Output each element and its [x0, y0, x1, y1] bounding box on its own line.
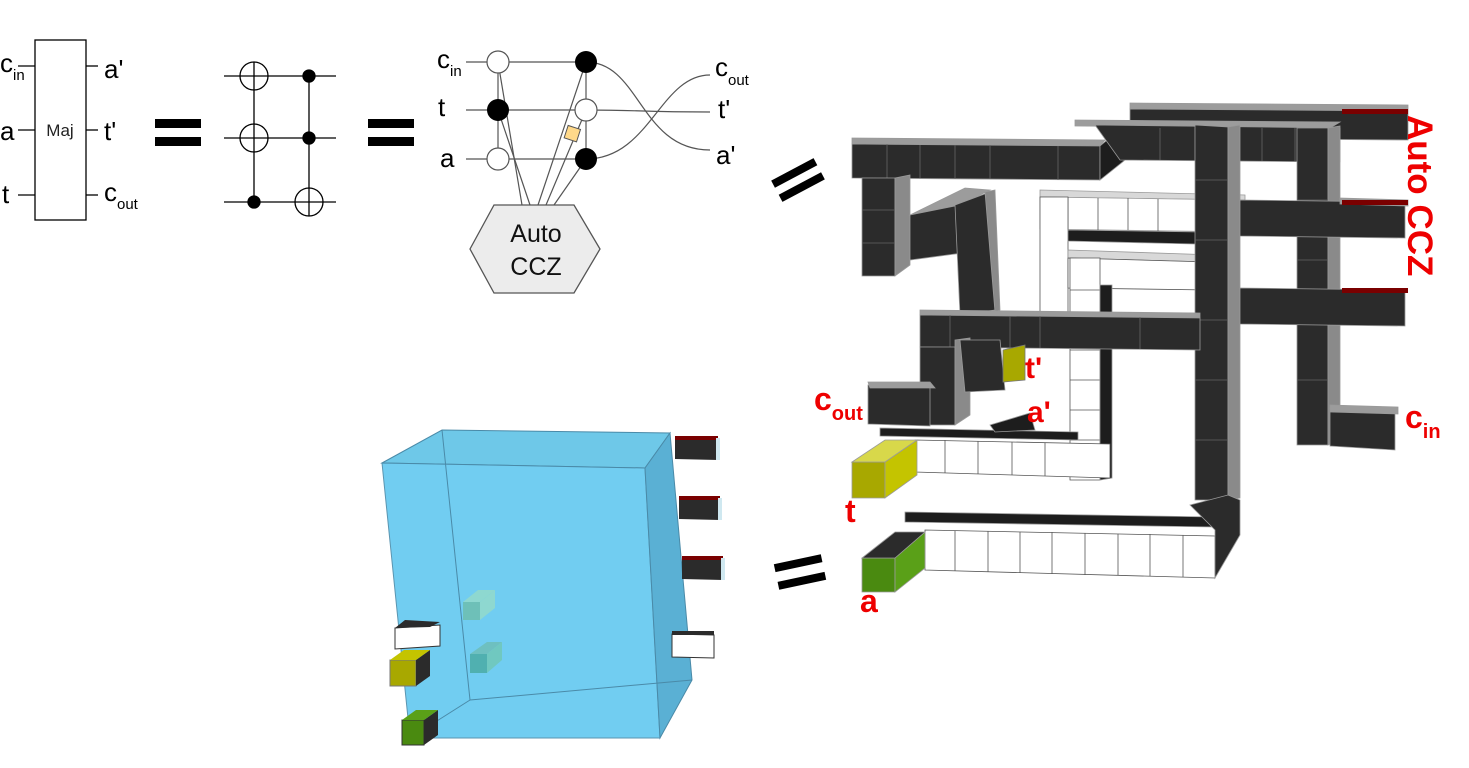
maj-output-c-out: cout [104, 177, 139, 213]
auto-ccz-line2: CCZ [510, 253, 561, 281]
auto-ccz-line1: Auto [510, 220, 561, 248]
ccz-phase-square [563, 124, 582, 143]
cnot-control-3 [302, 131, 316, 145]
ccz-input-t: t [438, 92, 446, 122]
maj-label: Maj [46, 121, 73, 140]
ccz-node-open-2 [486, 147, 510, 171]
maj-gate: Maj cin a t a' t' cout [0, 39, 139, 221]
label-a-prime: a' [1027, 396, 1051, 429]
ccz-circuit: Auto CCZ cin t a cout t' a' [437, 44, 750, 294]
maj-input-a: a [0, 116, 15, 146]
cnot-target-1 [239, 61, 269, 91]
equals-sign-3 [771, 158, 825, 202]
ccz-input-a: a [440, 143, 455, 173]
ccz-node-filled-3 [575, 148, 597, 170]
ccz-input-c-in: cin [437, 44, 462, 80]
label-a: a [860, 583, 878, 619]
ccz-node-open-1 [486, 50, 510, 74]
label-c-out: cout [814, 381, 863, 425]
label-c-in: cin [1405, 399, 1441, 443]
auto-ccz-hexagon [469, 204, 601, 294]
maj-output-a-prime: a' [104, 54, 123, 84]
maj-output-t-prime: t' [104, 116, 116, 146]
cnot-target-3 [294, 187, 324, 217]
ccz-output-t-prime: t' [718, 94, 730, 124]
lattice-labels: Auto CCZ cout t' a' t a cin [814, 115, 1441, 619]
ccz-node-filled-2 [575, 51, 597, 73]
equals-sign-1 [155, 119, 201, 146]
label-t: t [845, 493, 856, 529]
cnot-control-1 [247, 195, 261, 209]
cnot-control-2 [302, 69, 316, 83]
equals-sign-4 [773, 554, 827, 590]
blue-box-block [380, 429, 725, 746]
ccz-node-open-3 [574, 98, 598, 122]
cnot-target-2 [239, 123, 269, 153]
lattice-title-auto-ccz: Auto CCZ [1400, 115, 1439, 276]
ccz-output-a-prime: a' [716, 140, 735, 170]
ccz-output-c-out: cout [715, 52, 750, 89]
label-t-prime: t' [1025, 352, 1042, 385]
equals-sign-2 [368, 119, 414, 146]
lattice-structure [850, 102, 1409, 593]
cnot-circuit [224, 61, 336, 217]
maj-input-c-in: cin [0, 48, 25, 84]
maj-box [34, 39, 87, 221]
maj-input-t: t [2, 179, 10, 209]
ccz-node-filled-1 [487, 99, 509, 121]
